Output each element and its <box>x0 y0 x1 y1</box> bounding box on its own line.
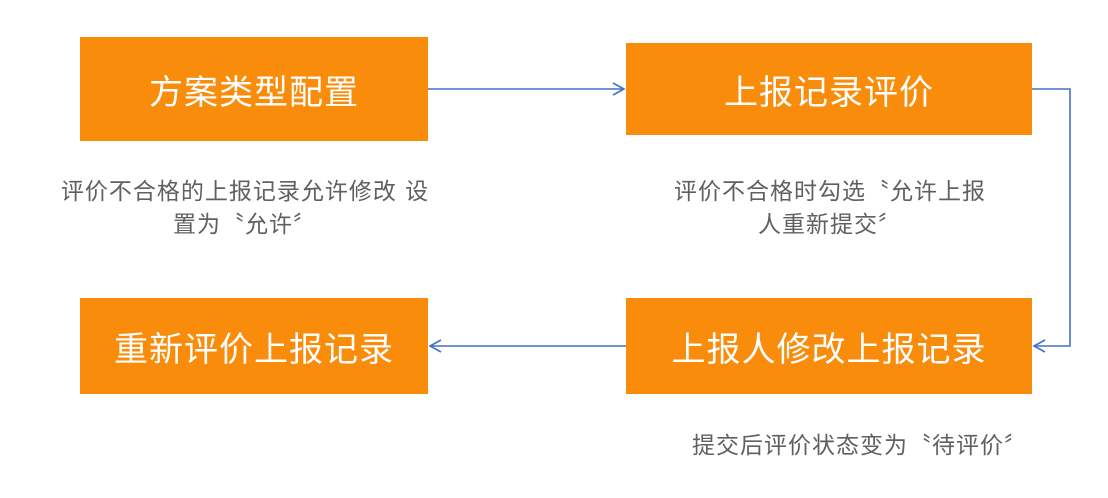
note-config: 评价不合格的上报记录允许修改 设 置为〝允许〞 <box>20 176 470 242</box>
note-evaluate-line1: 评价不合格时勾选〝允许上报 <box>674 179 986 205</box>
note-modify-line: 提交后评价状态变为〝待评价〞 <box>692 433 1028 459</box>
note-config-line1: 评价不合格的上报记录允许修改 设 <box>60 179 430 205</box>
step-reevaluate-box: 重新评价上报记录 <box>80 298 428 394</box>
step-evaluate-box: 上报记录评价 <box>626 43 1032 135</box>
note-config-line2: 置为〝允许〞 <box>173 212 317 238</box>
step-modify-label: 上报人修改上报记录 <box>671 329 987 370</box>
note-evaluate-line2: 人重新提交〞 <box>758 212 902 238</box>
step-evaluate-label: 上报记录评价 <box>724 72 934 113</box>
note-evaluate: 评价不合格时勾选〝允许上报 人重新提交〞 <box>620 176 1040 242</box>
step-config-label: 方案类型配置 <box>149 72 359 113</box>
arrow-evaluate-to-modify <box>1032 88 1071 353</box>
step-reevaluate-label: 重新评价上报记录 <box>114 329 394 370</box>
step-config-box: 方案类型配置 <box>80 37 428 141</box>
note-modify: 提交后评价状态变为〝待评价〞 <box>640 430 1080 463</box>
step-modify-box: 上报人修改上报记录 <box>626 298 1032 394</box>
